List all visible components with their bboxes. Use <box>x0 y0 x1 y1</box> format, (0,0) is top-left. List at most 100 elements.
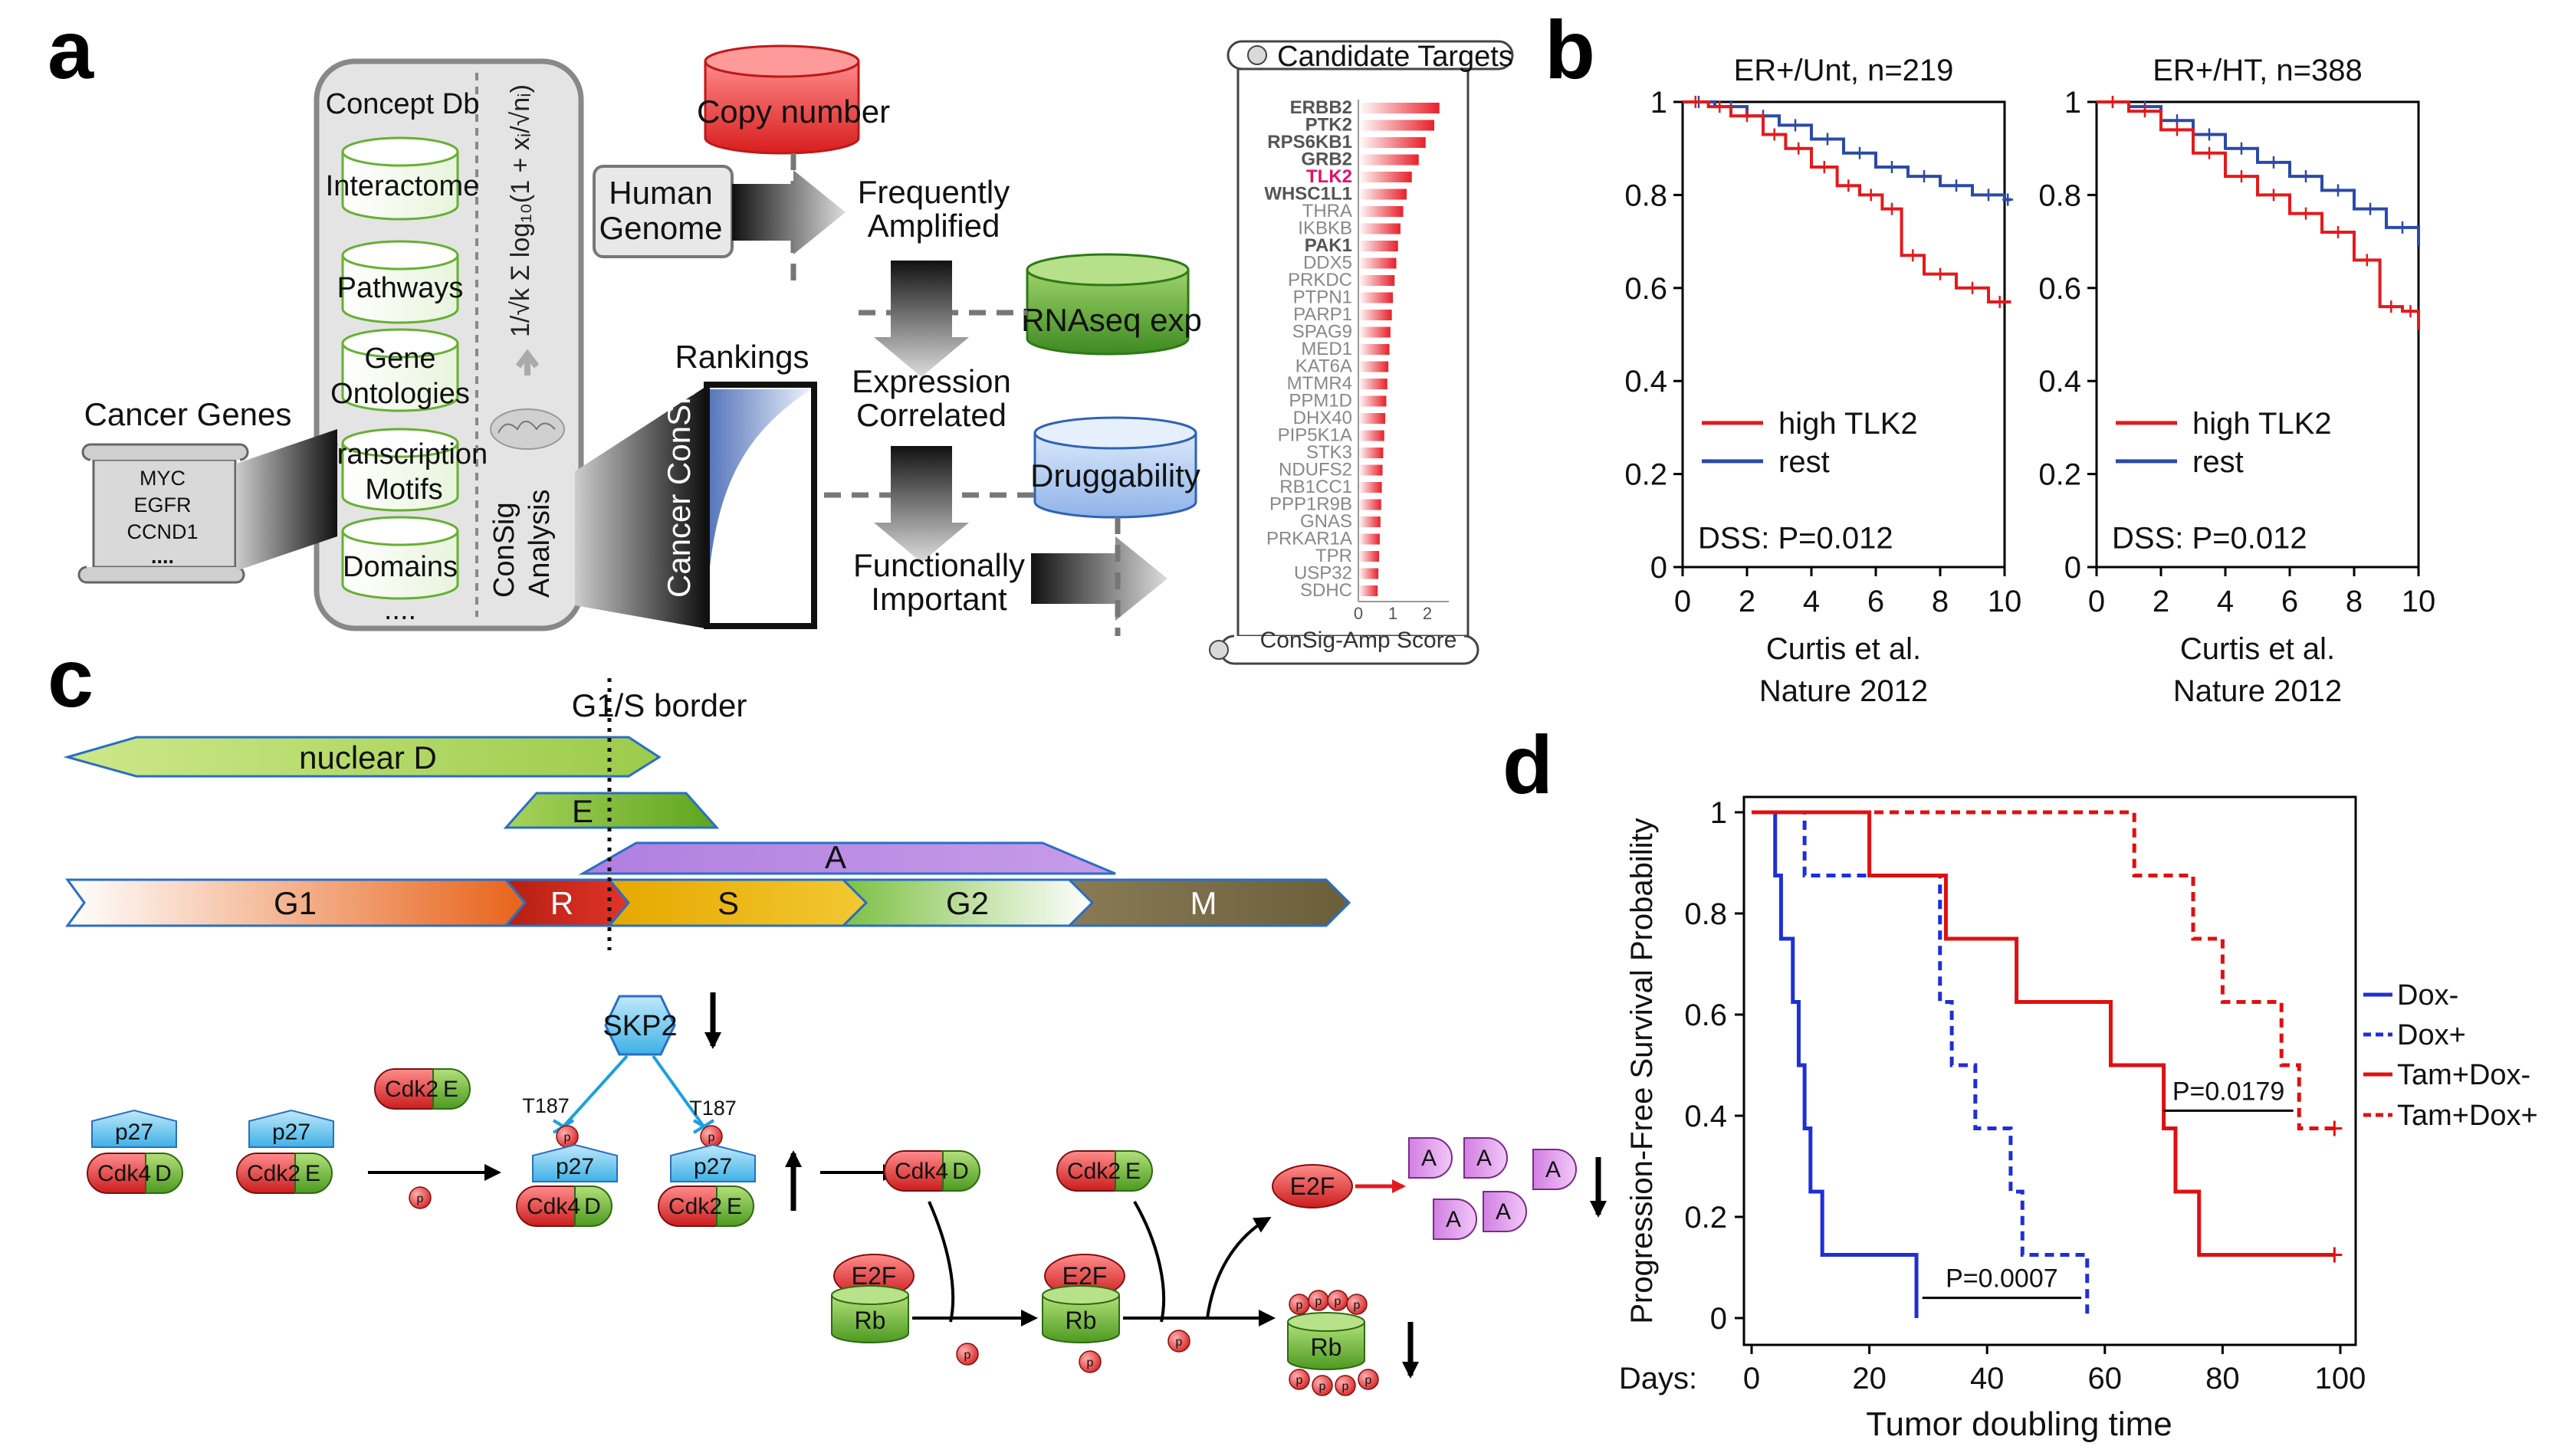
censor-mark <box>2333 184 2343 197</box>
censor-mark <box>2236 170 2247 183</box>
cyclin-a-icon: A <box>1408 1137 1453 1179</box>
candidate-target-label: PTK2 <box>1305 115 1352 136</box>
censor-mark <box>2172 123 2182 136</box>
legend-label: rest <box>2192 445 2244 479</box>
phosphate-icon: p <box>1346 1294 1368 1315</box>
chart-title: ER+/HT, n=388 <box>2153 54 2363 87</box>
candidate-target-bar <box>1358 361 1389 372</box>
concept-more: .... <box>384 594 416 626</box>
x-tick-label: 6 <box>1867 585 1884 618</box>
rb-label: Rb <box>1066 1307 1097 1334</box>
cancer-consig-label: Cancer ConSig <box>661 379 697 598</box>
cancer-genes-title: Cancer Genes <box>84 396 292 432</box>
y-tick-label: 0.6 <box>1624 272 1667 306</box>
candidate-targets-scroll <box>1209 40 1514 665</box>
censor-mark <box>1822 133 1833 146</box>
phosphate-icon: p <box>1358 1369 1379 1390</box>
censor-mark <box>2204 128 2215 141</box>
x-axis-label: Curtis et al. <box>1766 632 1921 666</box>
censor-mark <box>2300 207 2311 220</box>
x-tick-label: 6 <box>2281 585 2298 618</box>
cyclin-label: D <box>952 1159 969 1184</box>
p-value-annotation: DSS: P=0.012 <box>1698 522 1893 556</box>
candidate-target-bar <box>1358 292 1393 303</box>
candidate-targets-title: Candidate Targets <box>1277 41 1513 73</box>
y-tick-label: 0.2 <box>2038 458 2081 492</box>
candidate-target-bar <box>1358 482 1382 493</box>
cancer-genes-scroll <box>77 443 249 584</box>
series-line <box>1752 810 2335 1257</box>
censor-mark <box>1887 160 1897 173</box>
censor-mark <box>1951 179 1962 192</box>
network-thumbnail-icon <box>490 408 565 450</box>
rankings-title: Rankings <box>675 339 809 375</box>
panel-letter-a: a <box>48 3 94 96</box>
phosphate-label: p <box>564 1131 571 1144</box>
concept-item-domains: Domains <box>343 551 458 583</box>
y-tick-label: 0.4 <box>1684 1100 1727 1133</box>
svg-text:1/√k Σ log₁₀(1 + xᵢ/√nᵢ): 1/√k Σ log₁₀(1 + xᵢ/√nᵢ) <box>506 84 535 337</box>
candidate-targets-list: ERBB2PTK2RPS6KB1GRB2TLK2WHSC1L1THRAIKBKB… <box>1264 97 1440 601</box>
cyclin-label: E <box>727 1194 742 1219</box>
e2f-label: E2F <box>1062 1262 1108 1290</box>
x-tick-label: 4 <box>2217 585 2234 618</box>
x-tick-label: 10 <box>1988 585 2022 618</box>
phase-r: R <box>550 885 573 921</box>
x-tick-label: 2 <box>1739 585 1755 618</box>
candidate-target-label: MED1 <box>1301 339 1352 359</box>
cdk-label: Cdk4 <box>97 1161 151 1186</box>
p27-block: p27 <box>532 1143 618 1182</box>
censor-mark <box>1843 179 1854 192</box>
cyclin-label: E <box>305 1161 320 1186</box>
phosphate-label: p <box>964 1349 971 1362</box>
phosphate-label: p <box>1087 1356 1094 1369</box>
phosphate-icon: p <box>1312 1375 1333 1396</box>
panel-letter-b: b <box>1545 3 1595 96</box>
cyclin-a-small-label: A <box>1496 1199 1511 1225</box>
candidate-target-label: USP32 <box>1294 563 1352 584</box>
cancer-gene-myc: MYC <box>140 467 186 490</box>
phosphate-icon: p <box>1167 1330 1190 1353</box>
candidate-target-label: PARP1 <box>1293 304 1352 325</box>
candidate-target-label: RPS6KB1 <box>1267 132 1352 152</box>
panel-letter-d: d <box>1502 718 1553 811</box>
p27-label: p27 <box>115 1120 153 1145</box>
candidate-target-bar <box>1358 103 1440 113</box>
candidate-target-label: TLK2 <box>1306 166 1352 187</box>
candidate-target-bar <box>1358 223 1401 234</box>
censor-mark <box>2333 225 2343 238</box>
copy-number-cylinder <box>704 44 860 155</box>
concept-db-title: Concept Db <box>326 88 480 120</box>
t187-left: T187 <box>522 1094 570 1117</box>
candidate-target-label: ERBB2 <box>1290 97 1352 118</box>
phosphate-icon: p <box>409 1186 432 1209</box>
series-line <box>2097 100 2420 247</box>
legend-label: Tam+Dox+ <box>2397 1100 2538 1132</box>
x-tick-label: 0 <box>1743 1362 1760 1395</box>
phosphate-label: p <box>708 1131 715 1144</box>
score-axis-label: ConSig-Amp Score <box>1260 628 1457 653</box>
candidate-target-label: DHX40 <box>1293 408 1352 428</box>
candidate-target-label: IKBKB <box>1298 218 1352 239</box>
censor-mark <box>1907 249 1919 262</box>
phosphate-icon: p <box>556 1125 579 1148</box>
phosphate-icon: p <box>1289 1369 1310 1390</box>
y-tick-label: 0.8 <box>2038 179 2081 212</box>
cdk-label: Cdk4 <box>895 1159 948 1184</box>
rb-cylinder: Rb <box>831 1285 909 1343</box>
series-line <box>1683 100 2011 304</box>
candidate-target-label: DDX5 <box>1303 253 1352 274</box>
censor-mark <box>2365 202 2376 215</box>
score-tick-1: 1 <box>1388 604 1397 623</box>
y-tick-label: 1 <box>2064 86 2081 120</box>
rb-cylinder: Rb <box>1287 1312 1365 1370</box>
candidate-target-bar <box>1358 137 1426 148</box>
y-tick-label: 0.6 <box>2038 272 2081 306</box>
p-value-annotation: DSS: P=0.012 <box>2112 522 2307 556</box>
censor-mark <box>1935 267 1946 280</box>
